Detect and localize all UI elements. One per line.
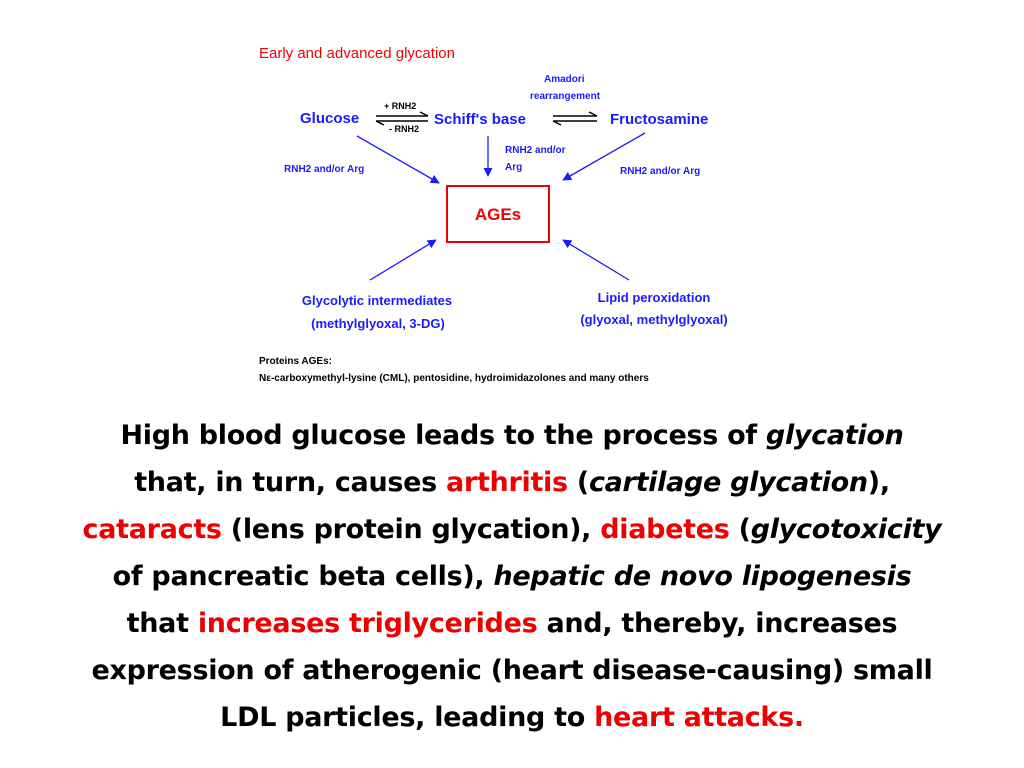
caption-text: expression of atherogenic (heart disease… xyxy=(91,655,933,686)
plus-rnh2-label: + RNH2 xyxy=(384,101,416,111)
rnh2-center-label-line2: Arg xyxy=(505,162,522,173)
amadori-label-line2: rearrangement xyxy=(530,91,601,102)
equilibrium-backward-head xyxy=(375,120,385,126)
schiffs-base-node: Schiff's base xyxy=(434,111,526,128)
caption-cataracts: cataracts xyxy=(82,514,222,545)
glycolytic-detail: (methylglyoxal, 3-DG) xyxy=(311,316,445,331)
caption-glycation: glycation xyxy=(765,420,904,451)
caption-hepatic-lipogenesis: hepatic de novo lipogenesis xyxy=(493,561,912,592)
caption-arthritis: arthritis xyxy=(446,467,568,498)
slide-caption: High blood glucose leads to the process … xyxy=(30,412,994,741)
caption-increases-triglycerides: increases triglycerides xyxy=(197,608,538,639)
caption-text: LDL particles, leading to xyxy=(220,702,595,733)
glycation-diagram: Early and advanced glycation Glucose Sch… xyxy=(259,45,728,384)
caption-text: that, in turn, causes xyxy=(134,467,447,498)
caption-text: and, thereby, increases xyxy=(537,608,898,639)
footnote-line2: Nε-carboxymethyl-lysine (CML), pentosidi… xyxy=(259,373,649,384)
caption-text: of pancreatic beta cells), xyxy=(112,561,494,592)
glycolytic-node: Glycolytic intermediates xyxy=(302,293,452,308)
minus-rnh2-label: - RNH2 xyxy=(389,124,419,134)
caption-heart-attacks: heart attacks. xyxy=(594,702,804,733)
rnh2-left-label: RNH2 and/or Arg xyxy=(284,164,364,175)
caption-glycotoxicity: glycotoxicity xyxy=(750,514,942,545)
amadori-label-line1: Amadori xyxy=(544,74,585,85)
caption-text: ), xyxy=(867,467,890,498)
caption-text: ( xyxy=(567,467,589,498)
caption-diabetes: diabetes xyxy=(600,514,730,545)
fructosamine-node: Fructosamine xyxy=(610,111,708,128)
ages-node: AGEs xyxy=(475,205,521,224)
arrow-glucose-to-ages xyxy=(356,135,440,184)
caption-text: that xyxy=(126,608,198,639)
arrow-glycolytic-to-ages xyxy=(369,239,437,281)
rnh2-center-label-line1: RNH2 and/or xyxy=(505,145,566,156)
ages-box xyxy=(446,185,550,243)
caption-text: High blood glucose leads to the process … xyxy=(120,420,766,451)
amadori-forward-head xyxy=(588,111,598,117)
diagram-title: Early and advanced glycation xyxy=(259,45,455,62)
lipid-detail: (glyoxal, methylglyoxal) xyxy=(580,312,727,327)
arrow-fructosamine-to-ages xyxy=(562,132,646,181)
footnote-line1: Proteins AGEs: xyxy=(259,356,332,367)
equilibrium-forward-head xyxy=(419,111,429,117)
rnh2-right-label: RNH2 and/or Arg xyxy=(620,166,700,177)
caption-text: ( xyxy=(729,514,751,545)
caption-text: (lens protein glycation), xyxy=(221,514,601,545)
arrow-lipid-to-ages xyxy=(562,239,630,281)
lipid-node: Lipid peroxidation xyxy=(598,290,711,305)
amadori-backward-head xyxy=(552,120,562,126)
glucose-node: Glucose xyxy=(300,110,359,127)
caption-cartilage-glycation: cartilage glycation xyxy=(588,467,868,498)
